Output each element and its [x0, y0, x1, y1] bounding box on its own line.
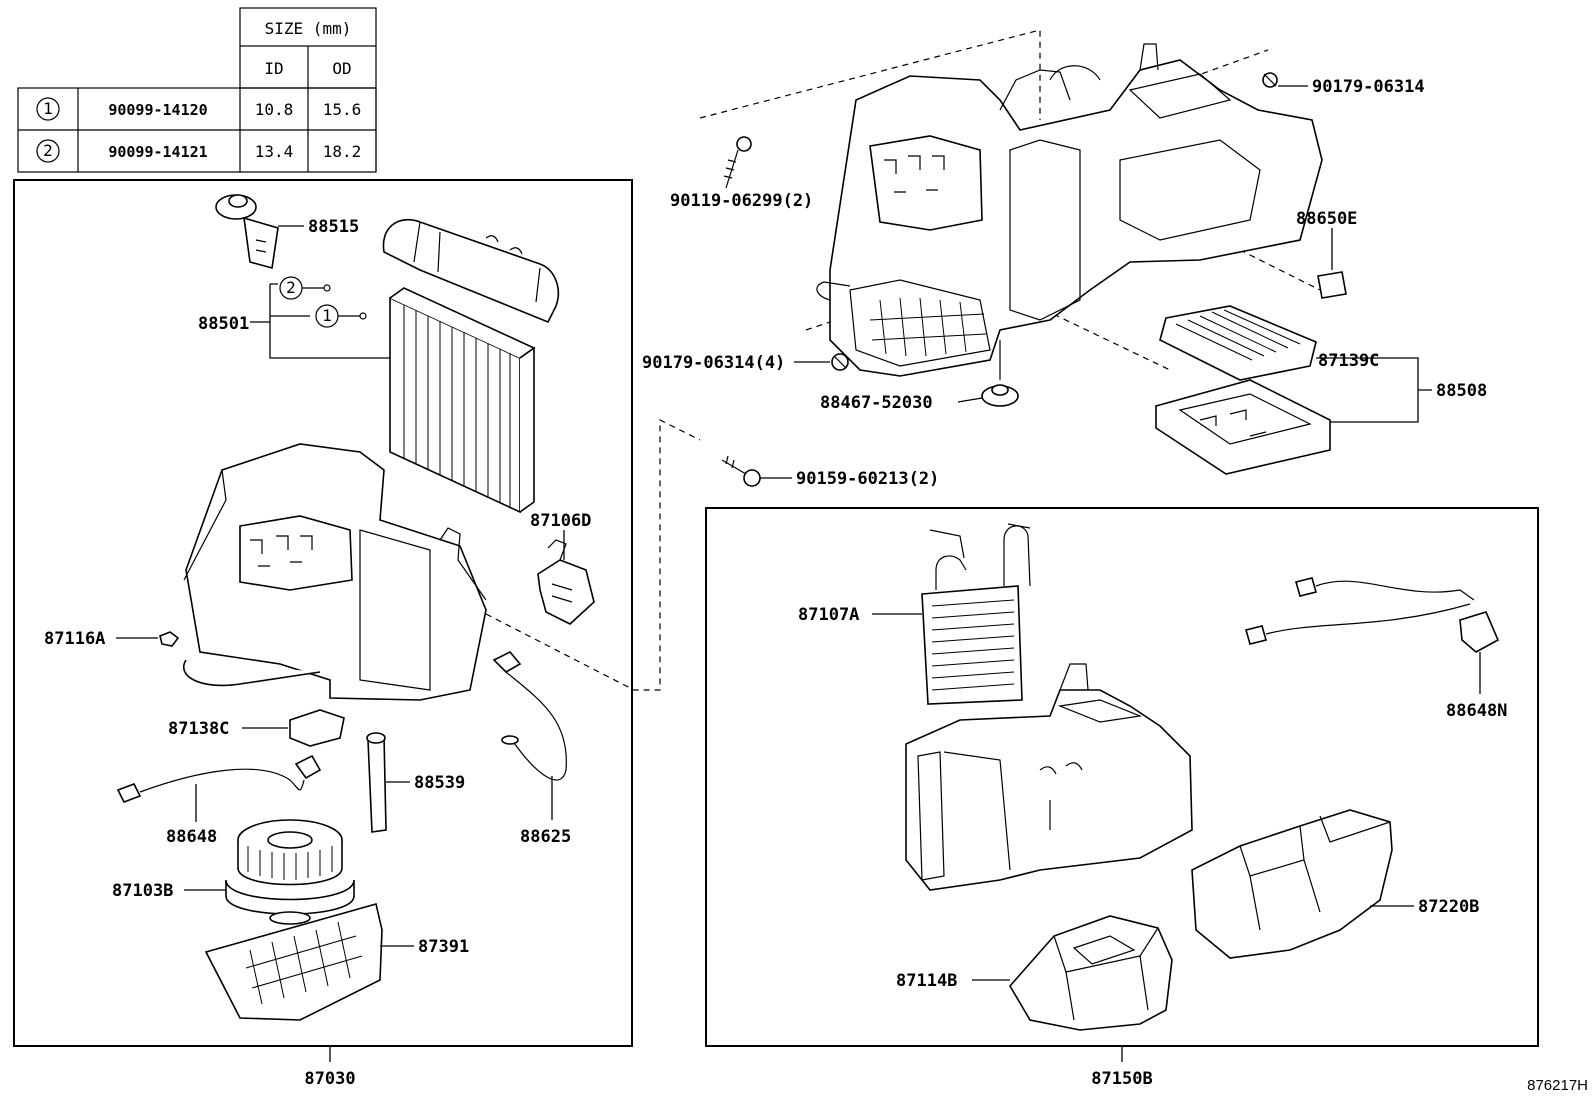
label-87391: 87391 [418, 937, 469, 957]
part-90119-06299-screw [723, 136, 752, 189]
label-87138C: 87138C [168, 719, 229, 739]
table-row-part: 90099-14121 [108, 143, 207, 161]
label-87116A: 87116A [44, 629, 105, 649]
right-assembly-group: 87150B 87107A [705, 507, 1539, 1089]
part-87114B-duct [1009, 915, 1173, 1031]
table-row-part: 90099-14120 [108, 101, 207, 119]
part-88648N-harness [1245, 577, 1500, 653]
label-88539: 88539 [414, 773, 465, 793]
part-90159-60213-screw [721, 455, 761, 487]
cooling-unit-case [183, 443, 487, 701]
label-87107A: 87107A [798, 605, 859, 625]
part-87106D-drawing [537, 539, 595, 625]
label-88648: 88648 [166, 827, 217, 847]
part-87139C-filter [1159, 305, 1317, 381]
label-88650E: 88650E [1296, 209, 1357, 229]
label-88501: 88501 [198, 314, 249, 334]
o-ring-2-marker: 2 [286, 278, 296, 297]
part-90179-06314-4-nut [831, 353, 849, 371]
part-88508-filter-cover [1155, 379, 1331, 475]
label-88467-52030: 88467-52030 [820, 393, 933, 413]
part-87103B-blower [225, 819, 355, 925]
label-90119-06299: 90119-06299(2) [670, 191, 813, 211]
part-88625-wire [492, 651, 567, 781]
od-header: OD [332, 59, 351, 78]
table-row-marker: 2 [43, 141, 53, 160]
table-row-marker: 1 [43, 99, 53, 118]
label-90179-06314-4: 90179-06314(4) [642, 353, 785, 373]
part-88648-harness [116, 754, 322, 804]
part-87107A-heater-core [921, 523, 1031, 705]
part-90179-06314-nut [1262, 72, 1278, 88]
label-88515: 88515 [308, 217, 359, 237]
size-table: SIZE (mm) ID OD 1 90099-14120 10.8 15.6 … [17, 7, 377, 173]
table-row-od: 18.2 [323, 142, 362, 161]
id-header: ID [264, 59, 283, 78]
left-assembly-group: 87030 88515 [13, 179, 701, 1089]
heater-case [905, 663, 1193, 891]
part-88467-52030-grommet [981, 384, 1019, 407]
part-88650E-drawing [1317, 271, 1347, 299]
size-header: SIZE (mm) [265, 19, 352, 38]
label-88508: 88508 [1436, 381, 1487, 401]
table-row-od: 15.6 [323, 100, 362, 119]
assembly-label-87150B: 87150B [1091, 1069, 1152, 1089]
label-87106D: 87106D [530, 511, 591, 531]
label-87103B: 87103B [112, 881, 173, 901]
part-88515-drawing [215, 194, 279, 270]
pipe-drawing [382, 218, 560, 324]
part-87220B-duct [1191, 809, 1393, 959]
label-87114B: 87114B [896, 971, 957, 991]
o-ring-1-marker: 1 [322, 306, 332, 325]
label-87139C: 87139C [1318, 351, 1379, 371]
heater-unit-assembly [816, 43, 1323, 380]
part-88501-evaporator [389, 287, 536, 514]
label-88625: 88625 [520, 827, 571, 847]
label-87220B: 87220B [1418, 897, 1479, 917]
label-90179-06314: 90179-06314 [1312, 77, 1425, 97]
label-90159-60213: 90159-60213(2) [796, 469, 939, 489]
label-88648N: 88648N [1446, 701, 1507, 721]
diagram-code: 876217H [1527, 1077, 1588, 1094]
assembly-label-87030: 87030 [304, 1069, 355, 1089]
part-87138C-drawing [289, 709, 345, 747]
table-row-id: 10.8 [255, 100, 294, 119]
top-assembly-group: 90179-06314 90119-06299(2) 88650E 90179-… [642, 29, 1487, 489]
part-87116A-clip [159, 631, 180, 647]
part-87391-lower-case [204, 903, 383, 1021]
table-row-id: 13.4 [255, 142, 294, 161]
part-88539-hose [366, 732, 387, 833]
